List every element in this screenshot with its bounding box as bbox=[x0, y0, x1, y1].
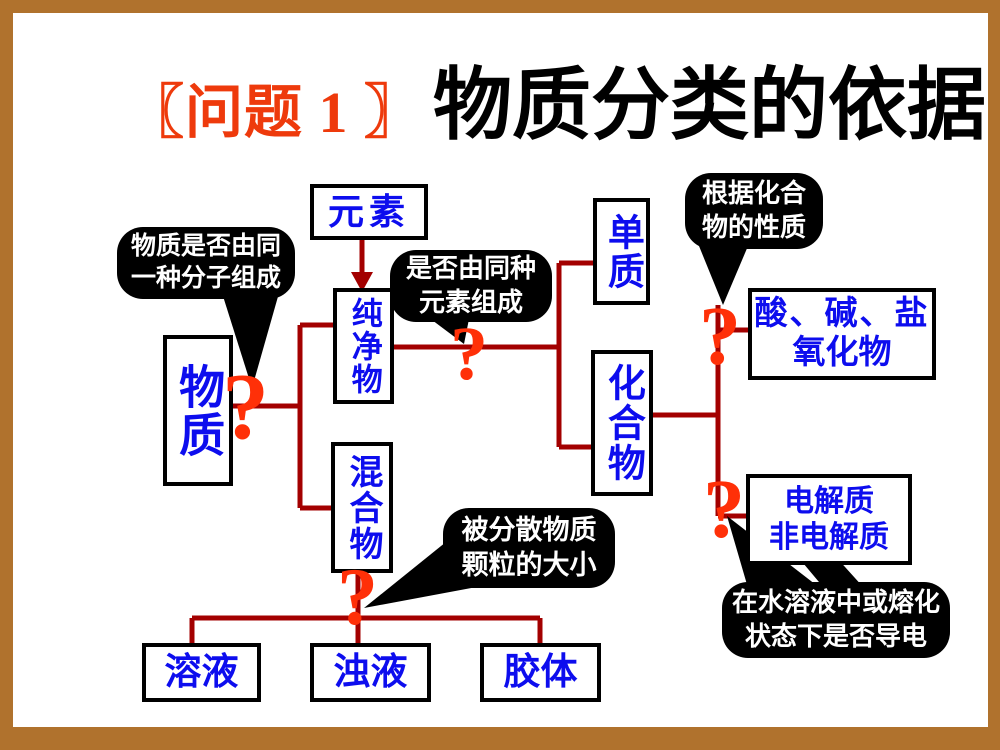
frame-right bbox=[988, 0, 1000, 750]
box-colloid-label: 胶体 bbox=[503, 651, 578, 693]
box-element-label: 元素 bbox=[327, 191, 410, 232]
bubble-element-basis-line1: 是否由同种 bbox=[405, 254, 536, 284]
box-electrolyte: 电解质 非电解质 bbox=[746, 474, 912, 565]
page-title: 〖问题 1 〗 物质分类的依据 bbox=[126, 40, 986, 155]
box-colloid: 胶体 bbox=[480, 643, 601, 702]
box-electrolyte-line: 电解质 bbox=[784, 485, 874, 519]
box-simple-substance-label: 单质 bbox=[601, 212, 643, 291]
bubble-conductivity-line2: 状态下是否导电 bbox=[744, 622, 927, 651]
title-text: 物质分类的依据 bbox=[433, 63, 987, 150]
box-mixture: 混合物 bbox=[331, 442, 393, 573]
box-solution-label: 溶液 bbox=[164, 651, 239, 693]
box-mixture-label: 混合物 bbox=[344, 453, 382, 562]
box-matter-label: 物质 bbox=[173, 362, 225, 459]
bubble-compound-property-line1: 根据化合 bbox=[701, 179, 806, 209]
box-compound-label: 化合物 bbox=[601, 363, 644, 483]
box-turbid-liquid-label: 浊液 bbox=[333, 651, 408, 693]
bubble-particle-size-line2: 颗粒的大小 bbox=[461, 550, 597, 580]
bubble-molecule-basis-line1: 物质是否由同 bbox=[130, 232, 281, 260]
question-mark-compound-property: ? bbox=[699, 290, 741, 383]
bubble-molecule-basis: 物质是否由同 一种分子组成 bbox=[117, 227, 295, 299]
box-turbid-liquid: 浊液 bbox=[310, 643, 431, 702]
bubble-molecule-basis-line2: 一种分子组成 bbox=[130, 265, 281, 292]
box-simple-substance: 单质 bbox=[593, 198, 650, 305]
question-mark-mixture-split: ? bbox=[337, 551, 378, 642]
box-pure-substance: 纯净物 bbox=[333, 288, 394, 404]
bubble-conductivity-basis: 在水溶液中或熔化 状态下是否导电 bbox=[722, 582, 950, 658]
box-matter: 物质 bbox=[163, 335, 233, 486]
question-mark-electrolyte-split: ? bbox=[703, 463, 745, 556]
connector-lines bbox=[189, 260, 748, 643]
bubble-compound-property-basis: 根据化合 物的性质 bbox=[685, 173, 823, 249]
frame-bottom bbox=[0, 727, 1000, 750]
box-non-electrolyte-line: 非电解质 bbox=[769, 520, 889, 554]
frame-left bbox=[0, 0, 13, 750]
bubble-compound-property-line2: 物的性质 bbox=[701, 213, 806, 242]
title-tag: 〖问题 1 〗 bbox=[126, 80, 424, 145]
bubble-element-basis: 是否由同种 元素组成 bbox=[390, 250, 552, 322]
box-pure-substance-label: 纯净物 bbox=[346, 296, 382, 396]
box-compound: 化合物 bbox=[591, 350, 653, 496]
box-solution: 溶液 bbox=[142, 643, 261, 702]
box-acid-base-salt-line: 酸、碱、盐 bbox=[754, 296, 930, 333]
frame-top bbox=[0, 0, 1000, 13]
bubble-conductivity-line1: 在水溶液中或熔化 bbox=[731, 588, 940, 618]
bubble-particle-size-basis: 被分散物质 颗粒的大小 bbox=[443, 508, 615, 588]
question-mark-matter-split: ? bbox=[222, 355, 269, 459]
box-acid-base-salt-oxide: 酸、碱、盐 氧化物 bbox=[748, 288, 936, 380]
box-oxide-line: 氧化物 bbox=[792, 335, 892, 371]
question-mark-pure-split: ? bbox=[450, 312, 488, 396]
element-arrow bbox=[351, 232, 373, 292]
bubble-element-basis-line2: 元素组成 bbox=[418, 288, 523, 317]
box-element: 元素 bbox=[310, 184, 428, 240]
bubble-particle-size-line1: 被分散物质 bbox=[461, 514, 597, 545]
